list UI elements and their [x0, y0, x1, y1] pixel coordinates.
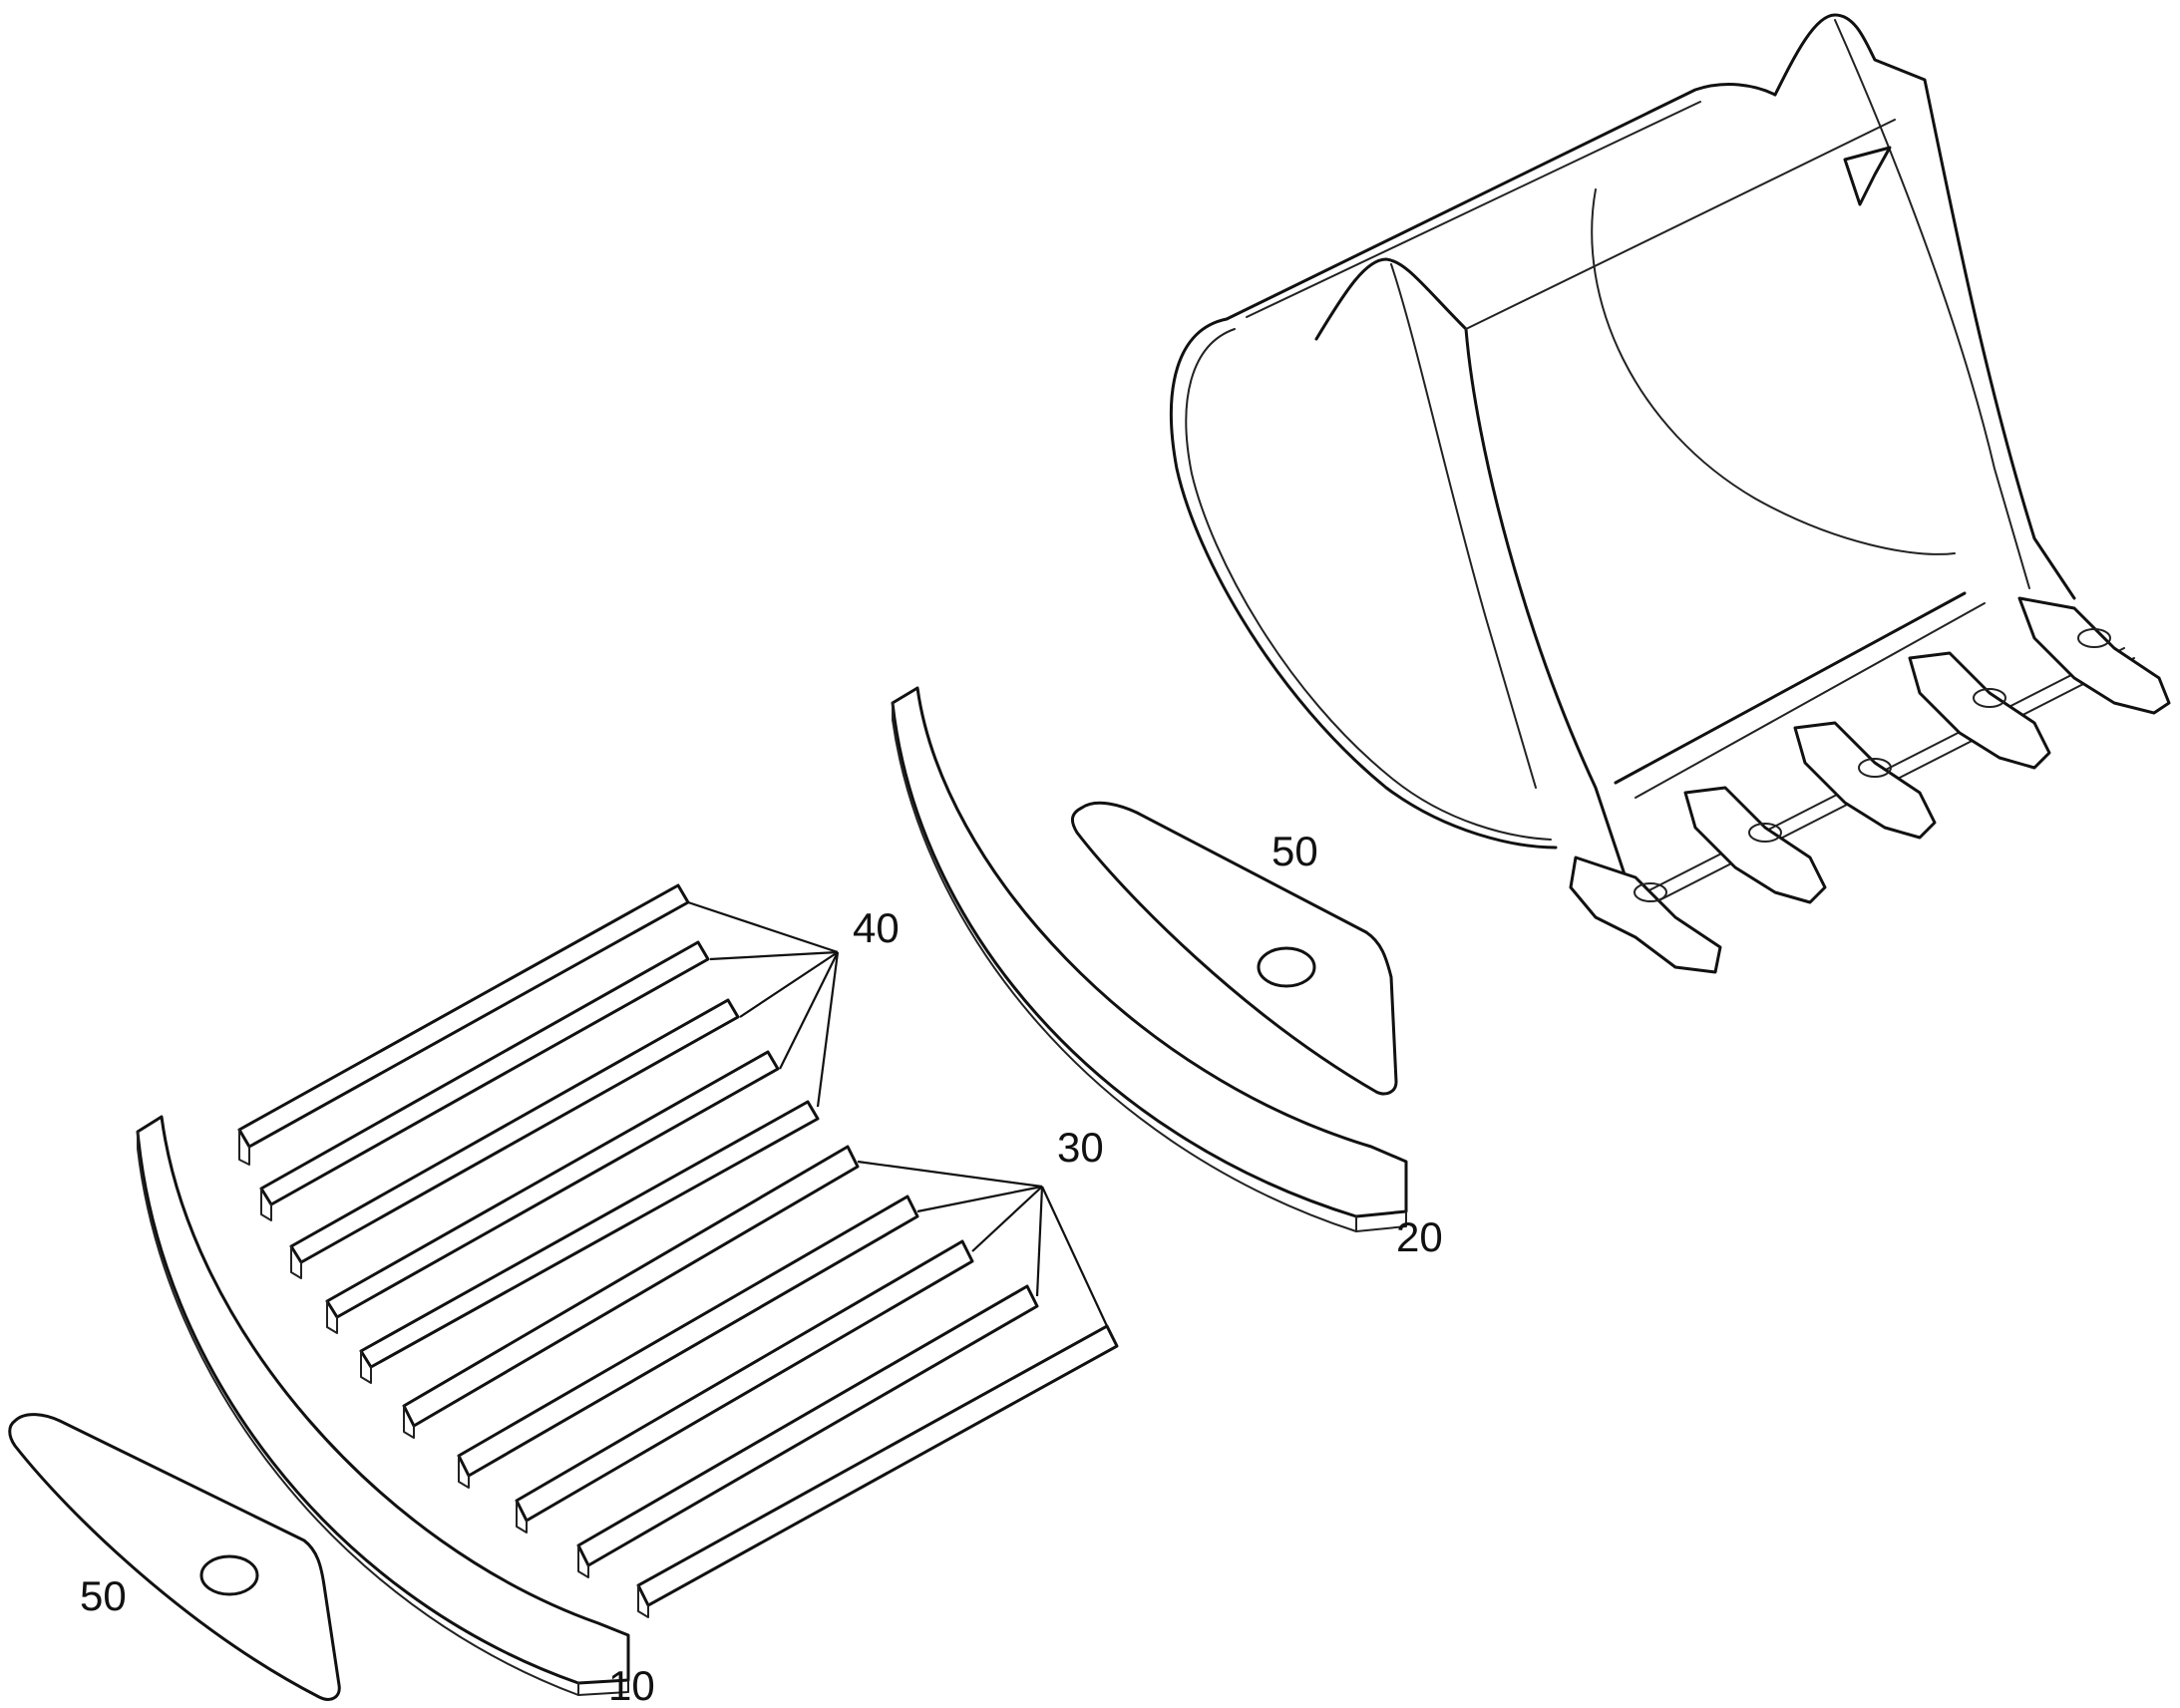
label-40: 40 — [853, 904, 900, 951]
label-10: 10 — [608, 1662, 655, 1708]
slats-30 — [402, 1145, 1119, 1618]
side-plate-50-right — [1070, 801, 1398, 1096]
slat — [457, 1195, 919, 1489]
label-30: 30 — [1057, 1124, 1104, 1171]
bucket-ear-tab — [1843, 146, 1892, 206]
slats-40 — [237, 883, 820, 1384]
leader-lines-30 — [857, 1160, 1108, 1327]
curved-rib-20 — [891, 686, 1408, 1232]
leader-lines-40 — [687, 900, 840, 1108]
label-50-left: 50 — [80, 1572, 127, 1619]
side-plate-50-left — [8, 1413, 341, 1701]
bucket-tooth — [2017, 596, 2171, 715]
slat — [289, 998, 740, 1279]
label-20: 20 — [1396, 1213, 1443, 1260]
slat — [402, 1145, 860, 1439]
slat — [237, 883, 690, 1166]
slat — [636, 1324, 1119, 1618]
slat — [359, 1100, 820, 1384]
slat — [515, 1239, 974, 1534]
label-50-right: 50 — [1272, 828, 1318, 874]
bucket-tooth — [1569, 855, 1722, 974]
slat — [325, 1050, 780, 1334]
bucket-tooth — [1683, 786, 1827, 904]
slat — [259, 940, 710, 1221]
curved-rib-10 — [136, 1115, 630, 1696]
excavator-bucket — [1170, 13, 2171, 974]
bucket-tooth — [1793, 721, 1937, 840]
slat — [576, 1284, 1039, 1578]
bucket-tooth — [1908, 651, 2051, 770]
